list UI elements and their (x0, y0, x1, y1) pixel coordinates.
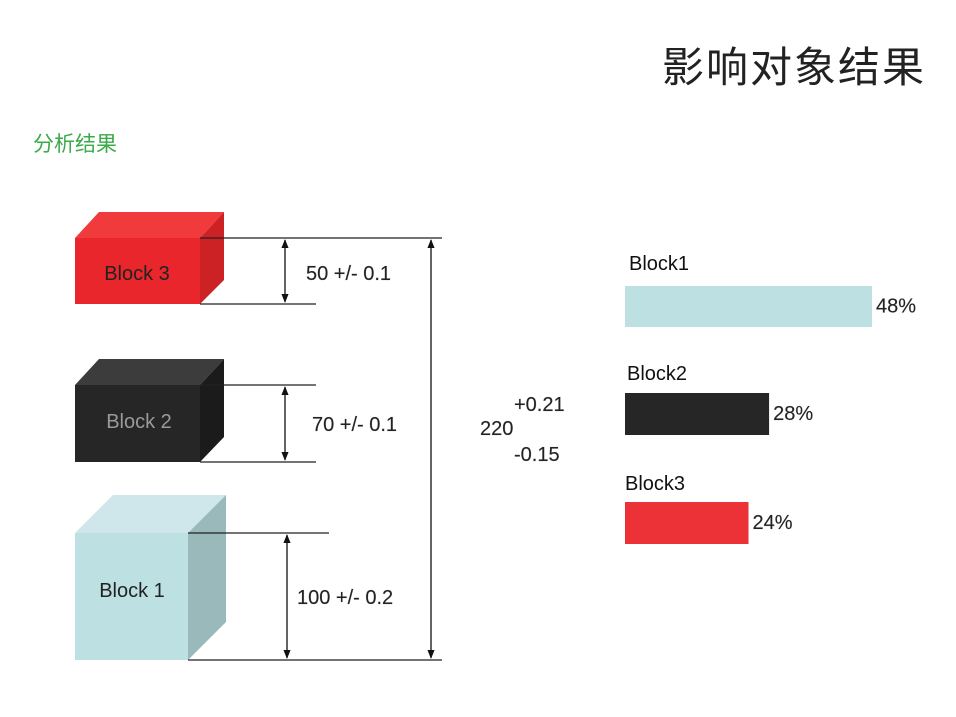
bar (625, 286, 872, 327)
bar-category-label: Block1 (629, 253, 689, 275)
extension-lines (188, 237, 442, 661)
block-2-front (75, 385, 200, 462)
block-1-label: Block 1 (99, 580, 165, 602)
section-subtitle: 分析结果 (33, 132, 117, 156)
bar-value-label: 48% (876, 296, 916, 318)
block-1-side (188, 495, 226, 660)
block-3-label: Block 3 (104, 263, 170, 285)
block-2-label: Block 2 (106, 411, 172, 433)
block-1: Block 1 (75, 495, 226, 660)
dim-label-block-3: 50 +/- 0.1 (306, 263, 391, 285)
block-3-front (75, 238, 200, 304)
dimension-arrows (281, 239, 435, 659)
total-nominal: 220 (480, 418, 513, 440)
block-3-top (75, 212, 224, 238)
bar (625, 393, 770, 435)
dim-label-block-1: 100 +/- 0.2 (297, 587, 393, 609)
bar-value-label: 24% (753, 512, 793, 534)
block-3-side (200, 212, 224, 304)
total-lower-tolerance: -0.15 (514, 444, 560, 466)
contribution-bar-chart: Block1 48% Block2 28% Block3 24% (625, 253, 917, 544)
dim-label-block-2: 70 +/- 0.1 (312, 414, 397, 436)
bar-category-label: Block2 (627, 363, 687, 385)
block-3: Block 3 (75, 212, 224, 304)
block-2: Block 2 (75, 359, 224, 462)
bar (625, 502, 749, 544)
block-1-front (75, 533, 188, 660)
block-1-top (75, 495, 226, 533)
block-2-top (75, 359, 224, 385)
page-title: 影响对象结果 (661, 43, 926, 92)
total-upper-tolerance: +0.21 (514, 394, 565, 416)
bar-value-label: 28% (773, 403, 813, 425)
bar-category-label: Block3 (625, 473, 685, 495)
